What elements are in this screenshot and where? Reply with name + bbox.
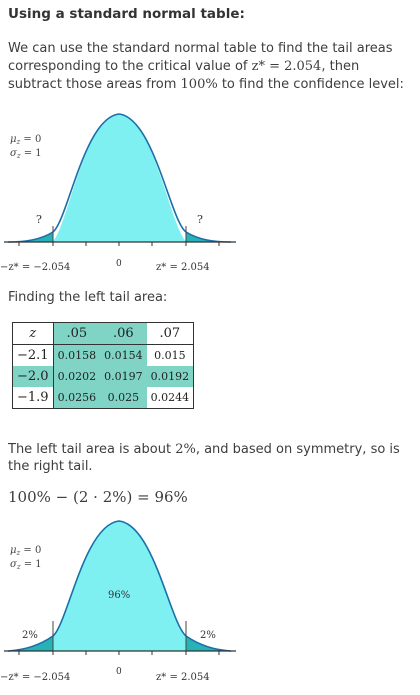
normal-curve-96-percent: μz = 0 σz = 1 96% 2% 2% −z* = −2.054 0 z… (0, 520, 236, 683)
table-cell: 0.0244 (150, 391, 190, 404)
intro-paragraph: We can use the standard normal table to … (8, 40, 416, 94)
left-tail-fill (8, 232, 53, 242)
right-critical-label: z* = 2.054 (156, 672, 210, 683)
curve-outline (7, 113, 232, 243)
axis-ticks (18, 242, 220, 246)
normal-curve-unknown-tails: μz = 0 σz = 1 ? ? −z* = −2.054 0 z* = 2.… (0, 113, 236, 273)
z-table-row: −1.9 0.0256 0.025 0.0244 (12, 387, 194, 409)
critical-value-expression: z* = 2.054 (251, 59, 322, 74)
center-label: 0 (116, 259, 122, 269)
left-tail-label: 2% (22, 630, 38, 641)
z-table-header-row: z .05 .06 .07 (12, 322, 194, 345)
row-header: −2.1 (12, 344, 54, 366)
right-critical-label: z* = 2.054 (156, 262, 210, 273)
left-tail-label: ? (36, 213, 42, 226)
table-cell: 0.0256 (53, 387, 101, 409)
column-header: .06 (100, 322, 147, 345)
z-column-header: z (12, 322, 54, 345)
section-heading: Using a standard normal table: (8, 6, 245, 22)
table-cell: 0.0197 (100, 366, 147, 387)
center-area-label: 96% (108, 590, 130, 601)
table-cell: 0.0158 (53, 344, 101, 366)
tail-text-1: The left tail area is about (8, 442, 176, 457)
two-percent: 2% (175, 442, 196, 457)
mu-label: μz = 0 (10, 134, 41, 146)
table-cell: 0.0192 (146, 366, 194, 387)
column-header: .05 (53, 322, 101, 345)
z-table-row-highlighted: −2.0 0.0202 0.0197 0.0192 (12, 366, 194, 387)
center-label: 0 (116, 667, 122, 677)
right-tail-label: ? (197, 213, 203, 226)
right-tail-fill (186, 636, 231, 651)
curve-center-fill (53, 521, 186, 651)
left-critical-label: −z* = −2.054 (0, 262, 70, 273)
tail-text-2: , and based on symmetry, so is the right… (8, 442, 400, 474)
curve-outline (7, 520, 232, 652)
right-tail-label: 2% (200, 630, 216, 641)
row-header: −2.0 (12, 366, 54, 387)
z-table: z .05 .06 .07 −2.1 0.0158 0.0154 0.015 −… (12, 322, 195, 409)
table-cell: 0.015 (146, 344, 194, 366)
column-header: .07 (159, 326, 181, 341)
table-cell: 0.0202 (53, 366, 101, 387)
intro-text-2: , then subtract those areas from (8, 59, 360, 92)
right-tail-fill (186, 232, 231, 242)
row-header: −1.9 (12, 387, 54, 409)
sigma-label: σz = 1 (10, 148, 42, 160)
axis-ticks (18, 651, 220, 655)
finding-label: Finding the left tail area: (8, 290, 168, 305)
mu-label: μz = 0 (10, 545, 41, 557)
intro-text-3: to find the confidence level: (217, 77, 404, 92)
z-table-row: −2.1 0.0158 0.0154 0.015 (12, 344, 194, 366)
intro-text-1: We can use the standard normal table to … (8, 41, 393, 74)
left-critical-label: −z* = −2.054 (0, 672, 70, 683)
curve-center-fill (53, 114, 186, 242)
confidence-equation: 100% − (2 · 2%) = 96% (8, 488, 188, 506)
left-tail-fill (8, 636, 53, 651)
tail-area-paragraph: The left tail area is about 2%, and base… (8, 441, 416, 475)
hundred-percent: 100% (180, 77, 218, 92)
table-cell: 0.0154 (100, 344, 147, 366)
table-cell: 0.025 (100, 387, 147, 409)
sigma-label: σz = 1 (10, 559, 42, 571)
